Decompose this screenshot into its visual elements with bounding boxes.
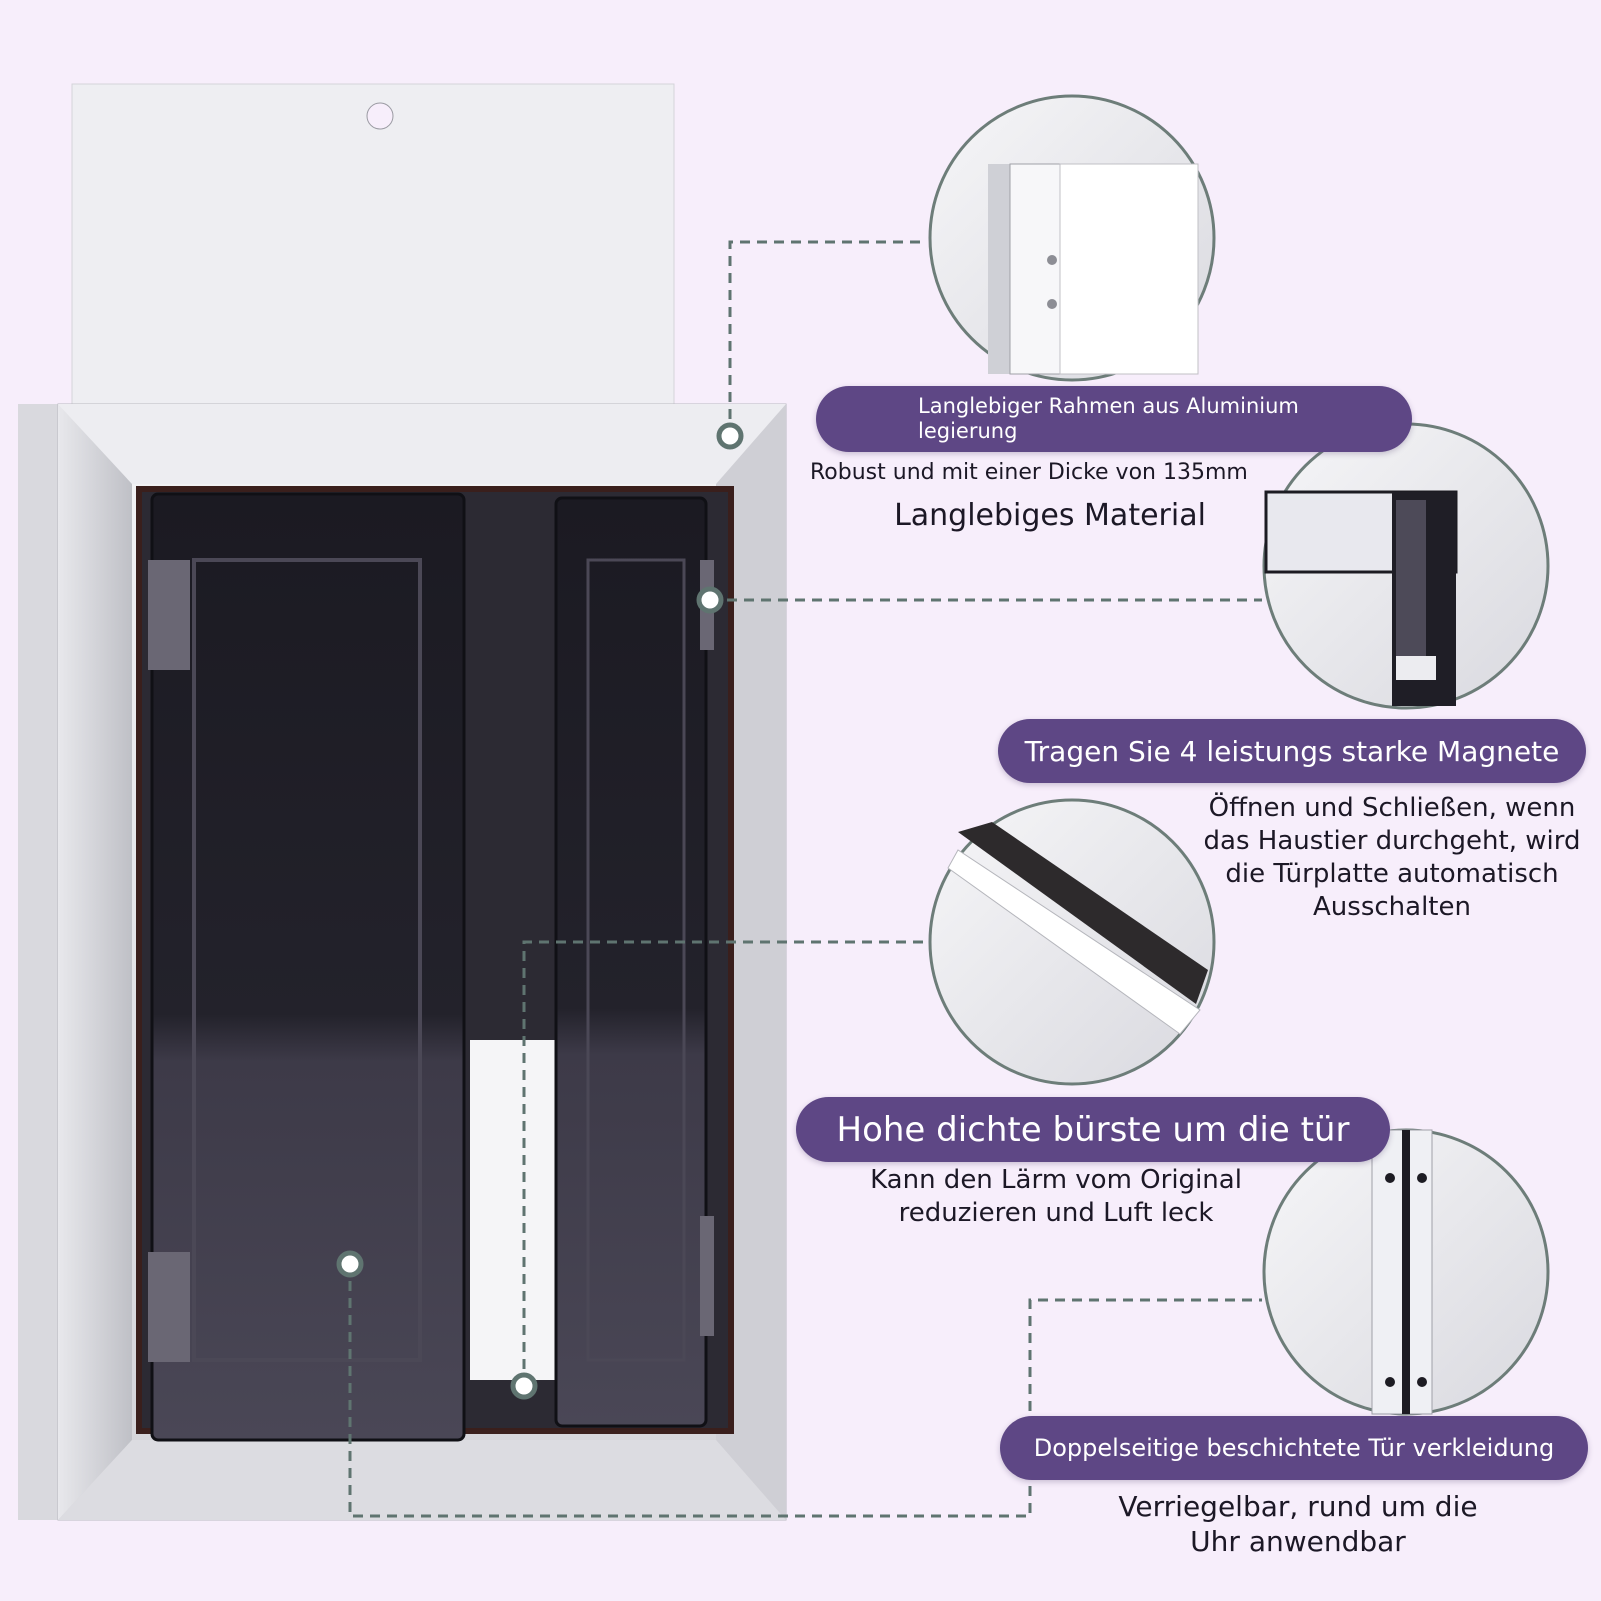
feature-coating-pill: Doppelseitige beschichtete Tür verkleidu… bbox=[1000, 1416, 1588, 1480]
feature-coating-description: Verriegelbar, rund um die Uhr anwendbar bbox=[1118, 1490, 1478, 1558]
feature-brush-description: Kann den Lärm vom Original reduzieren un… bbox=[870, 1165, 1242, 1228]
callout-lines bbox=[348, 240, 1262, 1518]
detail-circle-brush bbox=[928, 798, 1216, 1086]
feature-frame-label: Langlebiges Material bbox=[894, 498, 1206, 533]
detail-circle-magnets bbox=[1262, 422, 1550, 710]
detail-circle-frame bbox=[928, 94, 1216, 382]
feature-magnets-title: Tragen Sie 4 leistungs starke Magnete bbox=[1024, 734, 1560, 768]
right-flap bbox=[554, 496, 714, 1428]
feature-brush-title: Hohe dichte bürste um die tür bbox=[836, 1109, 1350, 1150]
feature-frame-pill: Langlebiger Rahmen aus Aluminium legieru… bbox=[816, 386, 1412, 452]
feature-coating-title: Doppelseitige beschichtete Tür verkleidu… bbox=[1033, 1434, 1555, 1462]
callout-dots bbox=[336, 422, 744, 1400]
feature-brush-pill: Hohe dichte bürste um die tür bbox=[796, 1097, 1390, 1162]
top-panel bbox=[71, 83, 675, 415]
left-flap bbox=[148, 492, 466, 1442]
feature-frame-title-line2: legierung bbox=[918, 419, 1018, 443]
feature-frame-subtitle: Robust und mit einer Dicke von 135mm bbox=[810, 460, 1248, 485]
feature-frame-title-line1: Langlebiger Rahmen aus Aluminium bbox=[918, 394, 1299, 418]
feature-magnets-pill: Tragen Sie 4 leistungs starke Magnete bbox=[998, 719, 1586, 783]
feature-magnets-description: Öffnen und Schließen, wenn das Haustier … bbox=[1203, 793, 1581, 922]
detail-circle-coating bbox=[1262, 1128, 1550, 1416]
